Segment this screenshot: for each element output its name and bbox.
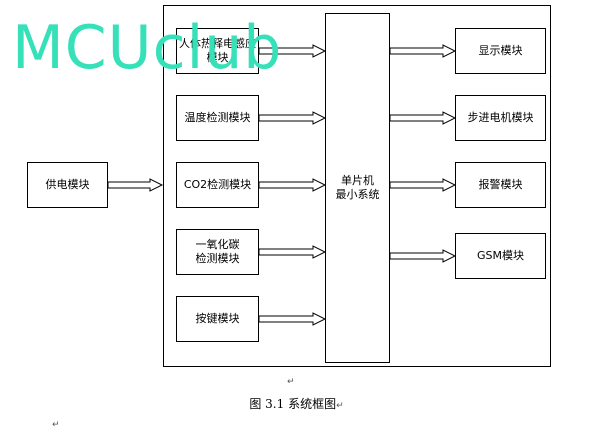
arrow-input-4 — [258, 245, 327, 259]
input-module-co2: CO2检测模块 — [176, 162, 259, 208]
arrow-output-4 — [389, 249, 457, 263]
mcu-minimum-system: 单片机 最小系统 — [325, 13, 390, 363]
arrow-supply — [107, 178, 164, 192]
arrow-output-3 — [389, 178, 457, 192]
arrow-output-2 — [389, 111, 457, 125]
output-module-alarm: 报警模块 — [455, 162, 546, 208]
system-boundary — [163, 5, 551, 367]
power-supply-module: 供电模块 — [27, 162, 108, 208]
input-module-pir: 人体热释电感应 模块 — [176, 28, 259, 74]
caption-text: 图 3.1 系统框图 — [249, 397, 337, 411]
arrow-input-3 — [258, 178, 327, 192]
arrow-input-2 — [258, 111, 327, 125]
input-module-co: 一氧化碳 检测模块 — [176, 229, 259, 275]
output-module-display: 显示模块 — [455, 28, 546, 74]
input-module-keys: 按键模块 — [176, 296, 259, 342]
output-module-stepper: 步进电机模块 — [455, 95, 546, 141]
paragraph-mark: ↵ — [287, 377, 295, 387]
arrow-input-5 — [258, 312, 327, 326]
watermark-logo: MCUclub — [12, 13, 283, 83]
arrow-input-1 — [258, 44, 327, 58]
figure-caption: 图 3.1 系统框图↵ — [0, 395, 593, 412]
arrow-output-1 — [389, 44, 457, 58]
paragraph-mark: ↵ — [52, 420, 60, 430]
paragraph-mark: ↵ — [336, 401, 344, 411]
input-module-temperature: 温度检测模块 — [176, 95, 259, 141]
output-module-gsm: GSM模块 — [455, 233, 546, 279]
